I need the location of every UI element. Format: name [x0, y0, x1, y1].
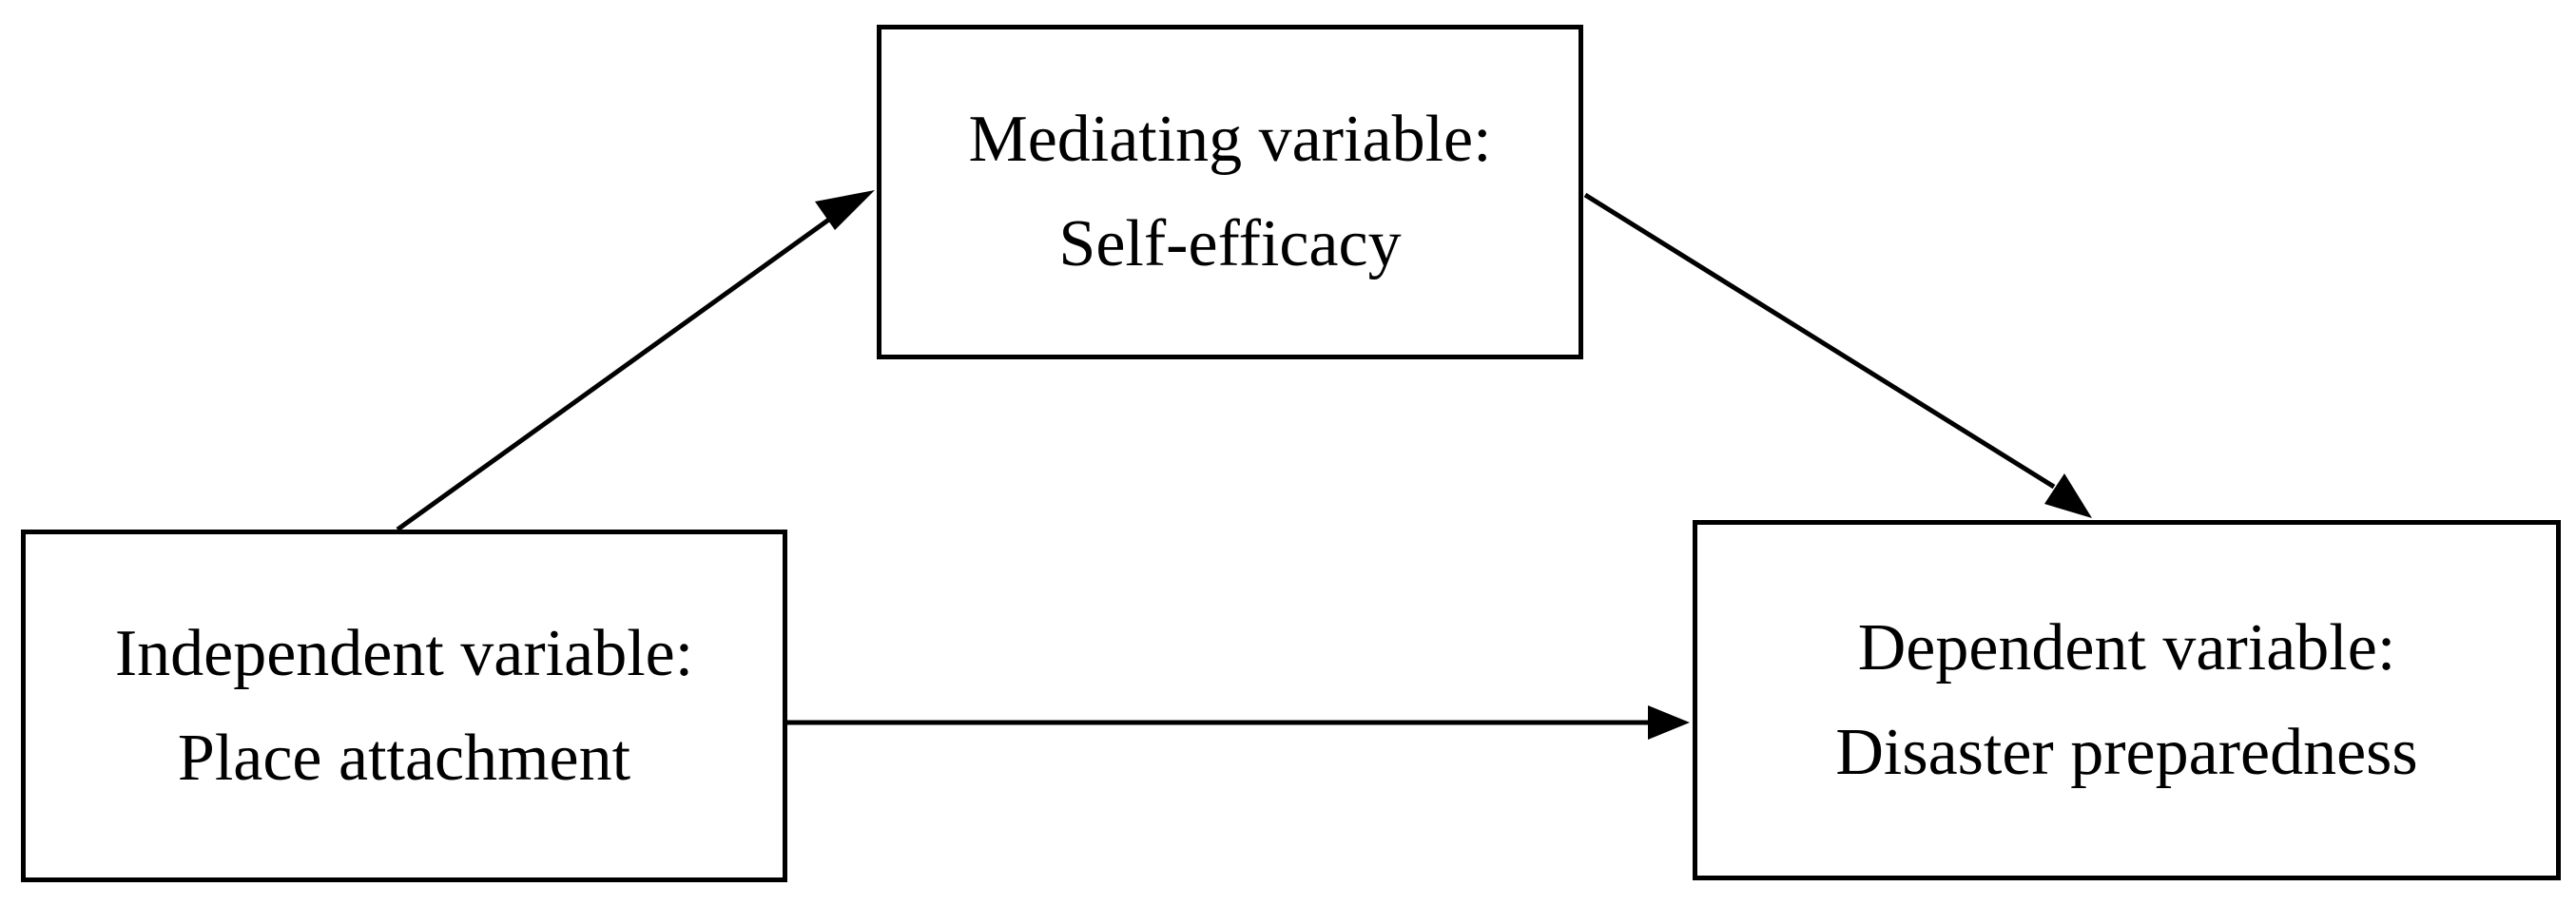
arrowhead-mediator-to-dependent [2044, 473, 2092, 518]
independent-label: Independent variable: [114, 616, 694, 690]
mediator-box: Mediating variable: Self-efficacy [877, 25, 1583, 359]
arrow-independent-to-mediator [396, 211, 839, 532]
dependent-name: Disaster preparedness [1835, 715, 2418, 789]
mediator-name: Self-efficacy [1058, 207, 1402, 280]
independent-box: Independent variable: Place attachment [21, 530, 787, 882]
arrow-mediator-to-dependent [1583, 192, 2056, 490]
independent-name: Place attachment [177, 721, 631, 795]
arrowhead-independent-to-mediator [815, 190, 875, 230]
arrowhead-independent-to-dependent [1648, 705, 1690, 740]
dependent-label: Dependent variable: [1857, 610, 2396, 684]
mediator-label: Mediating variable: [968, 103, 1492, 176]
dependent-box: Dependent variable: Disaster preparednes… [1693, 520, 2561, 880]
